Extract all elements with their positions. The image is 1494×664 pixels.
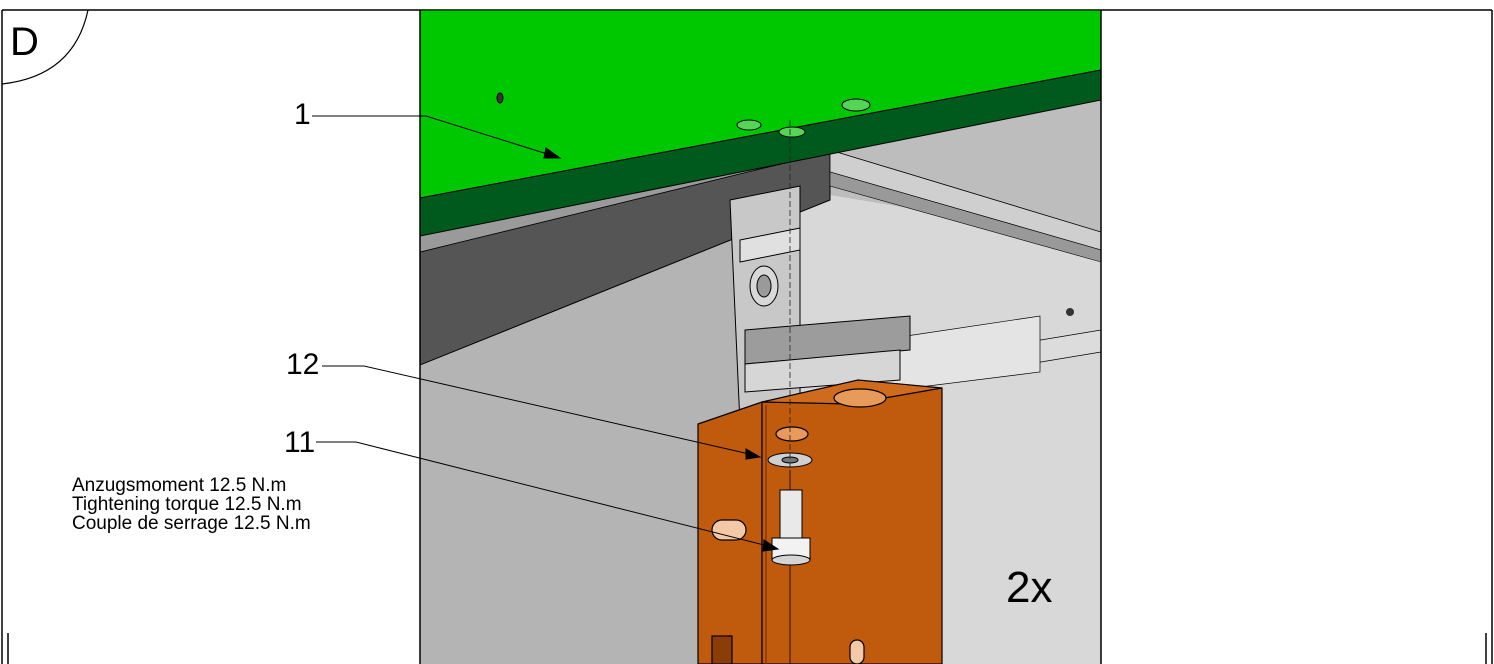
callout-11: 11 (284, 426, 316, 459)
green-plate-edge (420, 69, 1101, 237)
socket-screw (771, 470, 811, 664)
quantity-label: 2x (1006, 563, 1053, 612)
leader-11-arrow (762, 539, 780, 552)
orange-bracket (697, 379, 943, 664)
torque-note-en: Tightening torque 12.5 N.m (72, 494, 302, 515)
leader-11 (316, 441, 777, 549)
leader-12 (322, 365, 759, 457)
callout-12: 12 (286, 348, 320, 381)
view-letter: D (10, 20, 39, 64)
torque-note: Anzugsmoment 12.5 N.m Tightening torque … (72, 476, 311, 533)
view-letter-arc (1, 9, 89, 85)
torque-note-de: Anzugsmoment 12.5 N.m (72, 475, 287, 496)
leader-1-arrow (543, 147, 562, 159)
torque-note-fr: Couple de serrage 12.5 N.m (72, 513, 311, 534)
plate-holes (496, 92, 871, 138)
leader-12-arrow (745, 448, 762, 460)
leader-1 (312, 115, 561, 159)
callout-1: 1 (294, 98, 311, 131)
aluminium-profile (729, 185, 911, 425)
green-plate (420, 10, 1101, 199)
leader-lines (312, 115, 780, 552)
cad-view (420, 10, 1101, 664)
